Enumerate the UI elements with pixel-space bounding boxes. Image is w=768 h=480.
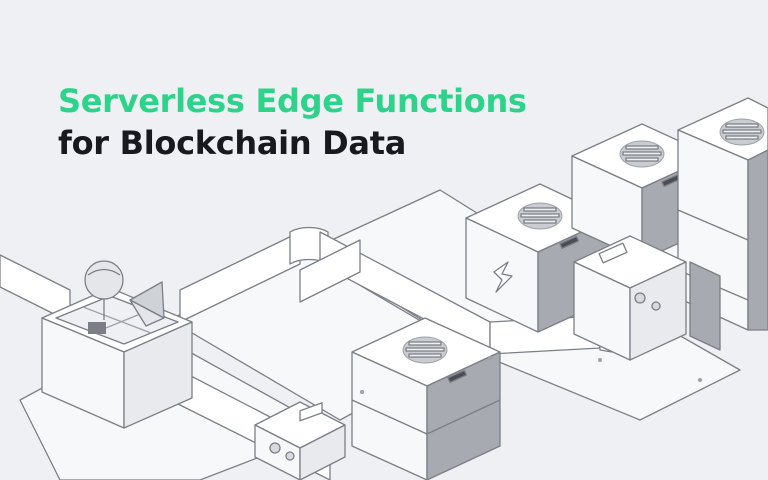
headline-line-1: Serverless Edge Functions [58,82,527,120]
connector-box-left [254,401,346,480]
server-stack-front [351,317,501,480]
tile-dots [360,356,702,394]
connector-box-right [573,235,721,361]
cube-tile [88,322,106,334]
lightning-icon [493,261,513,293]
headline: Serverless Edge Functions for Blockchain… [58,80,527,164]
headline-line-2: for Blockchain Data [58,124,407,162]
cone-icon [129,281,165,327]
sphere-icon [84,260,124,320]
